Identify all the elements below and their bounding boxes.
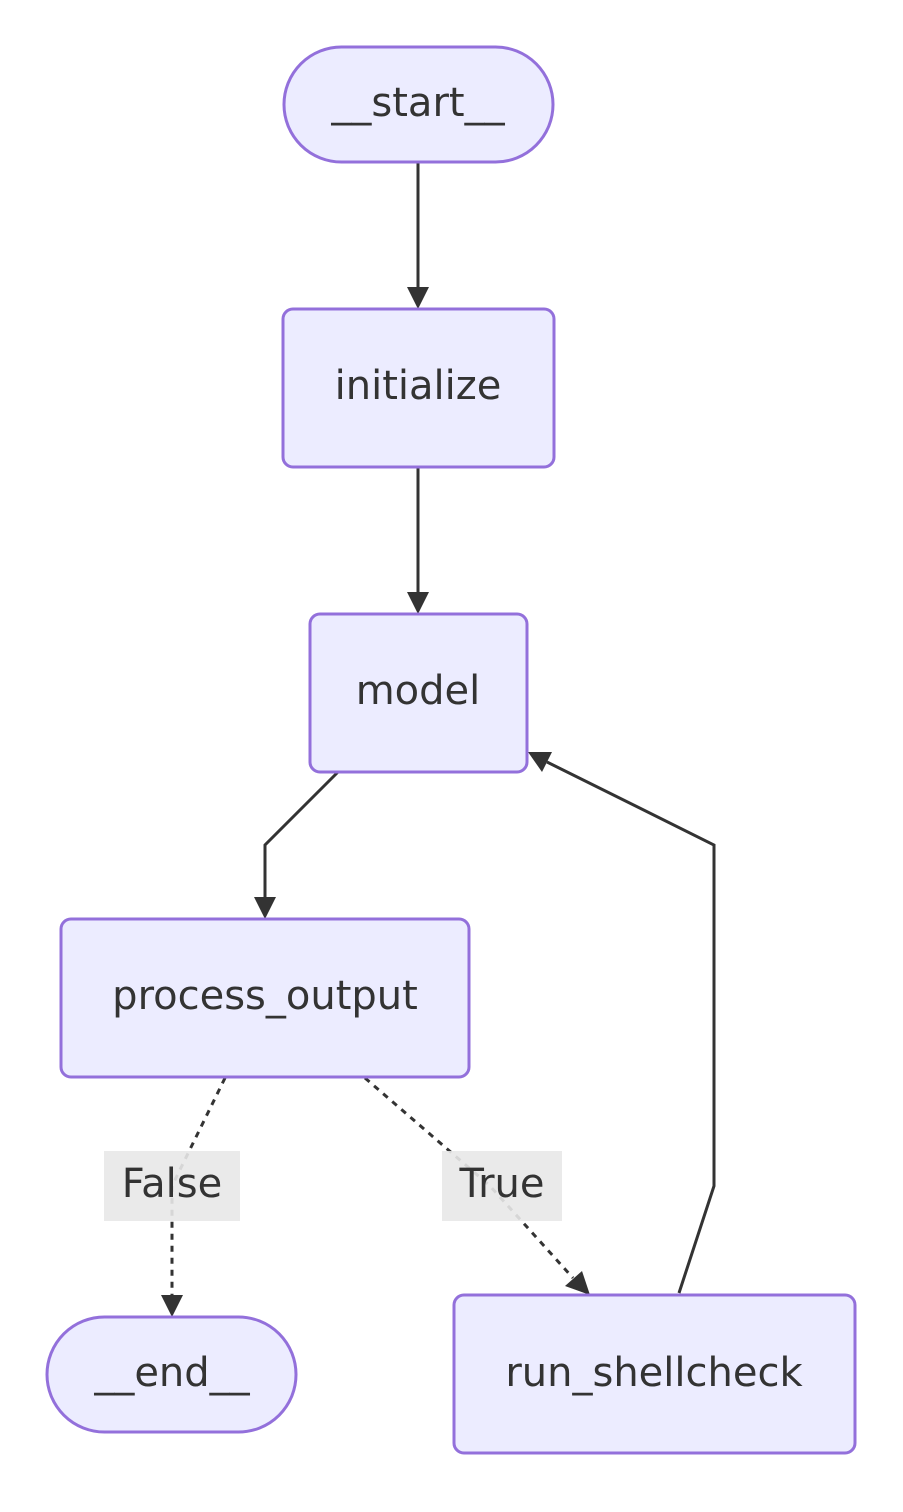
edge-label-true-bg xyxy=(442,1151,562,1221)
node-run-shellcheck[interactable]: run_shellcheck xyxy=(452,1293,857,1455)
node-initialize-label: initialize xyxy=(335,363,502,409)
node-end-label: __end__ xyxy=(93,1350,250,1396)
node-process-output[interactable]: process_output xyxy=(59,917,471,1079)
arrowhead-model-process-output xyxy=(254,897,276,919)
node-process-output-shape xyxy=(59,917,471,1079)
node-start-label: __start__ xyxy=(330,80,505,126)
node-model[interactable]: model xyxy=(308,612,529,774)
node-end-shape xyxy=(45,1315,298,1434)
edge-model-process-output xyxy=(263,770,340,898)
node-start[interactable]: __start__ xyxy=(282,45,555,164)
edge-label-false-bg xyxy=(104,1151,240,1221)
nodes: __start__ initialize model process_outpu… xyxy=(45,45,857,1455)
node-run-shellcheck-label: run_shellcheck xyxy=(505,1350,803,1396)
arrowhead-initialize-model xyxy=(407,592,429,614)
arrowhead-process-output-run-shellcheck xyxy=(565,1271,590,1295)
edge-label-true: True xyxy=(459,1161,545,1207)
arrowhead-run-shellcheck-model xyxy=(528,752,552,772)
edge-label-false: False xyxy=(122,1161,222,1207)
node-initialize[interactable]: initialize xyxy=(281,307,556,469)
node-end[interactable]: __end__ xyxy=(45,1315,298,1434)
node-model-shape xyxy=(308,612,529,774)
arrowhead-process-output-end xyxy=(161,1295,183,1317)
arrowhead-start-initialize xyxy=(407,287,429,309)
node-initialize-shape xyxy=(281,307,556,469)
edge-labels: False True xyxy=(104,1151,562,1221)
node-run-shellcheck-shape xyxy=(452,1293,857,1455)
node-model-label: model xyxy=(356,668,481,714)
edges xyxy=(161,163,716,1317)
node-process-output-label: process_output xyxy=(112,973,418,1019)
edge-run-shellcheck-model xyxy=(546,760,716,1294)
node-start-shape xyxy=(282,45,555,164)
